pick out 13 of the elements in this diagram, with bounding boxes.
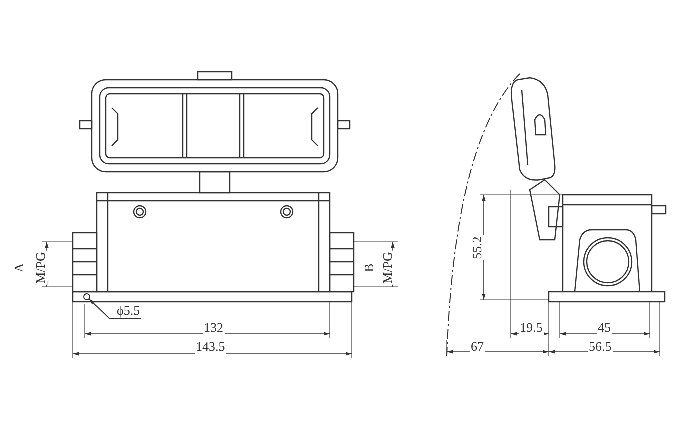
mounting-hole: [84, 294, 90, 300]
leader-line: [88, 298, 142, 320]
dimension-label: 132: [203, 321, 224, 335]
dimension-label: B: [362, 262, 376, 274]
dimension-label: 55.2: [470, 236, 484, 260]
dimension-label: 143.5: [195, 340, 226, 354]
dimension-label: M/PG: [380, 251, 395, 285]
dimension-label: 67: [470, 340, 485, 354]
dimension-label: M/PG: [34, 251, 48, 285]
dimension-label: 56.5: [588, 340, 613, 354]
diameter-callout: ϕ5.5: [116, 304, 142, 318]
dimension-label: 19.5: [519, 321, 544, 335]
dimension-label: 45: [597, 321, 612, 335]
